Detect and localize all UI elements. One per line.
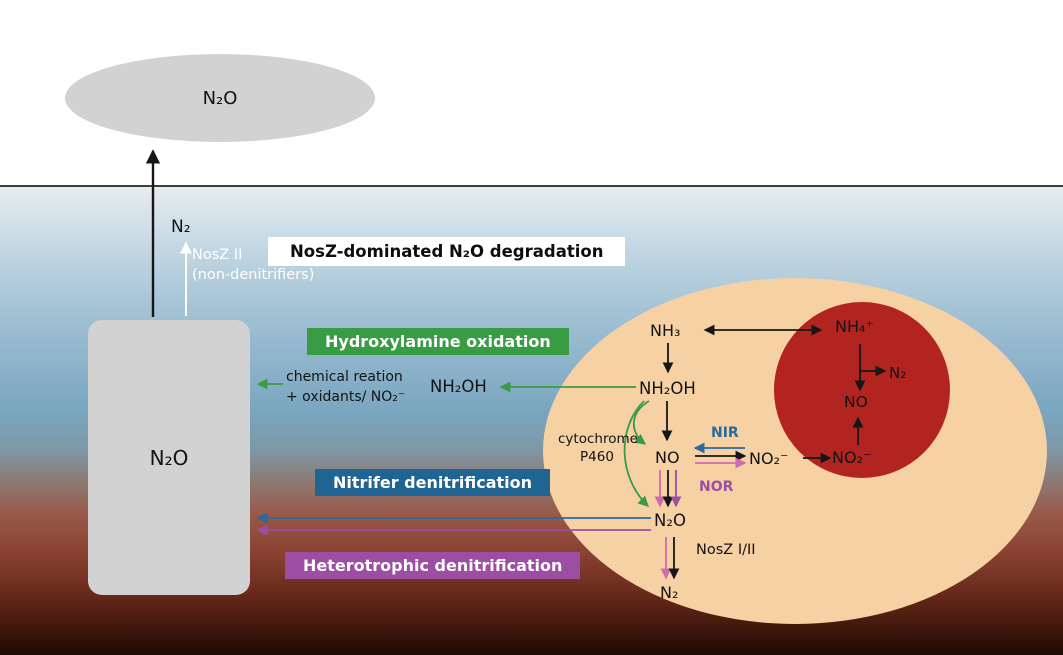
- air-water-interface-line: [0, 185, 1063, 187]
- nosz12-enzyme-label: NosZ I/II: [696, 542, 756, 558]
- dissolved-n2o-label: N₂O: [149, 445, 189, 470]
- heterotrophic-denitrification-banner: Heterotrophic denitrification: [285, 552, 581, 579]
- cell-n2o-label: N₂O: [654, 511, 686, 530]
- cell-nh2oh-label: NH₂OH: [639, 379, 696, 398]
- nitrifier-denitrification-banner: Nitrifer denitrification: [315, 469, 551, 496]
- hydroxylamine-oxidation-banner: Hydroxylamine oxidation: [307, 328, 569, 355]
- red-nh4-label: NH₄⁺: [835, 317, 874, 336]
- cytochrome-p460-label: cytochrome P460: [558, 431, 638, 466]
- cell-no2-label: NO₂⁻: [749, 449, 789, 468]
- cell-n2-label: N₂: [660, 583, 679, 602]
- atmosphere-n2o-label: N₂O: [202, 87, 238, 109]
- cell-no-label: NO: [655, 448, 680, 467]
- red-no-label: NO: [844, 393, 868, 411]
- dissolved-n2o-pool: N₂O: [88, 320, 250, 595]
- n2-release-label: N₂: [171, 217, 191, 237]
- chemical-reaction-label: chemical reation + oxidants/ NO₂⁻: [286, 369, 406, 405]
- red-n2-label: N₂: [889, 364, 907, 382]
- cell-nh3-label: NH₃: [650, 321, 681, 340]
- atmosphere-n2o-pool: N₂O: [65, 54, 375, 142]
- red-no2-label: NO₂⁻: [832, 448, 872, 467]
- nir-enzyme-label: NIR: [711, 425, 739, 441]
- extracellular-nh2oh-label: NH₂OH: [430, 377, 487, 396]
- nosz2-enzyme-label: NosZ II (non-denitrifiers): [192, 247, 315, 283]
- nor-enzyme-label: NOR: [699, 479, 734, 495]
- nosz-degradation-banner: NosZ-dominated N₂O degradation: [268, 237, 626, 266]
